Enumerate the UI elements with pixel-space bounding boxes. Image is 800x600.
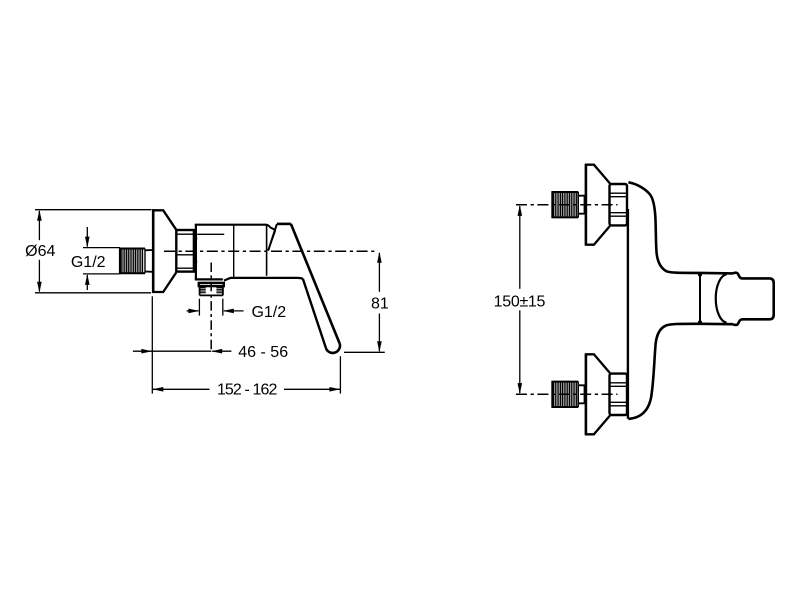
svg-text:150±15: 150±15: [494, 293, 546, 310]
svg-text:Ø64: Ø64: [25, 243, 55, 260]
svg-text:46 - 56: 46 - 56: [238, 344, 288, 361]
svg-text:81: 81: [371, 296, 389, 313]
svg-text:152 - 162: 152 - 162: [217, 382, 278, 399]
svg-text:G1/2: G1/2: [71, 254, 106, 271]
svg-text:G1/2: G1/2: [251, 304, 286, 321]
